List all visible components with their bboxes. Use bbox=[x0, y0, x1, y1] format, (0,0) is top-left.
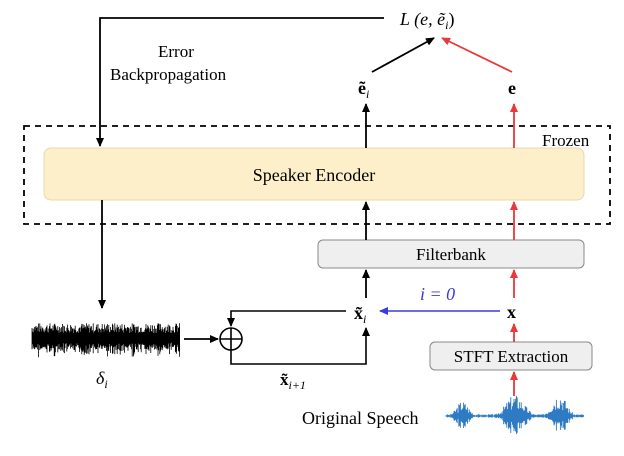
delta-label: δi bbox=[96, 368, 108, 391]
backprop-label: Backpropagation bbox=[110, 65, 227, 84]
loss-sub: i bbox=[445, 18, 448, 32]
filterbank-label: Filterbank bbox=[416, 245, 486, 264]
speaker-encoder-label: Speaker Encoder bbox=[253, 165, 375, 185]
loss-main: L (e, ẽ bbox=[399, 9, 446, 30]
loss-label: L (e, ẽi) bbox=[399, 9, 455, 32]
x-tilde-next-label: x̃i+1 bbox=[280, 370, 306, 392]
xtilde-to-adder-arrow bbox=[227, 310, 346, 327]
loss-close: ) bbox=[449, 9, 455, 30]
filterbank-box bbox=[317, 239, 585, 269]
x-label: x bbox=[507, 302, 516, 322]
x-tilde-label: x̃i bbox=[354, 303, 366, 326]
noise-waveform-path bbox=[31, 323, 180, 358]
etilde-to-loss-arrow bbox=[371, 37, 435, 73]
e-label: e bbox=[508, 78, 516, 98]
speech-waveform-path bbox=[445, 395, 585, 435]
original-speech-label: Original Speech bbox=[302, 408, 418, 428]
frozen-label: Frozen bbox=[542, 131, 590, 150]
speaker-encoder-box bbox=[43, 147, 585, 201]
i-eq-0-label: i = 0 bbox=[420, 284, 455, 304]
stft-label: STFT Extraction bbox=[454, 347, 569, 366]
backprop-arrow bbox=[96, 17, 384, 147]
error-label: Error bbox=[158, 42, 194, 61]
e-to-loss-arrow bbox=[441, 37, 513, 73]
delta-noise-waveform bbox=[31, 323, 180, 358]
e-tilde-label: ẽi bbox=[358, 78, 369, 101]
stft-box bbox=[429, 341, 593, 371]
adder-icon bbox=[219, 327, 243, 351]
speech-waveform bbox=[445, 395, 585, 435]
adder-to-xtilde-next-arrow bbox=[230, 327, 370, 365]
